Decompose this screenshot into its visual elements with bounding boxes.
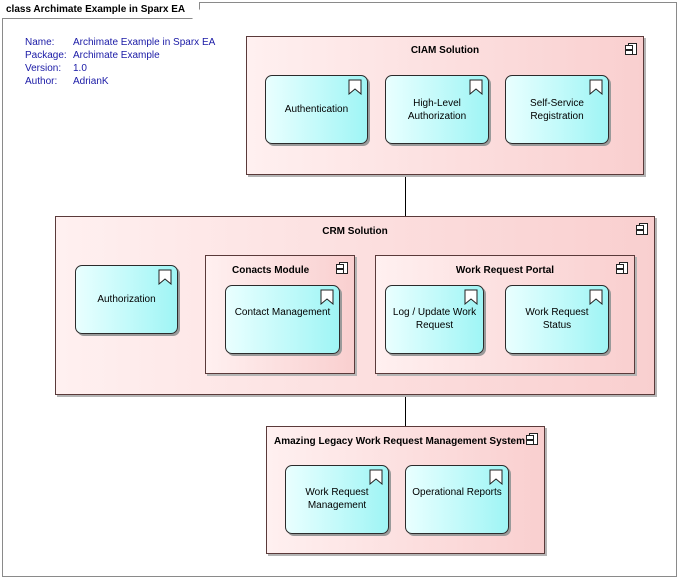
service-authentication[interactable]: Authentication: [265, 75, 368, 144]
package-label: Package:: [25, 50, 67, 61]
name-label: Name:: [25, 37, 55, 48]
business-service-icon: [464, 289, 478, 305]
version-label: Version:: [25, 63, 62, 74]
service-label: High-Level Authorization: [407, 97, 467, 122]
business-service-icon: [320, 289, 334, 305]
service-operational-reports[interactable]: Operational Reports: [405, 465, 509, 534]
diagram-notes: Name: Archimate Example in Sparx EA Packa…: [25, 36, 215, 88]
service-label: Contact Management: [234, 307, 331, 318]
service-authorization[interactable]: Authorization: [75, 265, 178, 334]
business-service-icon: [158, 269, 172, 285]
component-icon: [625, 43, 637, 55]
component-icon: [526, 433, 538, 445]
service-log-update-work-request[interactable]: Log / Update Work Request: [385, 285, 484, 354]
service-label: Authentication: [284, 104, 349, 115]
component-icon: [636, 223, 648, 235]
author-label: Author:: [25, 76, 58, 87]
service-label: Self-Service Registration: [530, 97, 584, 122]
business-service-icon: [369, 469, 383, 485]
version-value: 1.0: [73, 63, 87, 74]
connector-ciam-crm: [405, 175, 406, 216]
service-self-service-registration[interactable]: Self-Service Registration: [505, 75, 609, 144]
service-high-level-authorization[interactable]: High-Level Authorization: [385, 75, 489, 144]
work-request-portal-title: Work Request Portal: [455, 265, 555, 276]
service-work-request-status[interactable]: Work Request Status: [505, 285, 609, 354]
ciam-solution-title: CIAM Solution: [410, 45, 480, 56]
service-label: Operational Reports: [412, 487, 502, 498]
name-value: Archimate Example in Sparx EA: [73, 37, 216, 48]
business-service-icon: [348, 79, 362, 95]
service-label: Work Request Management: [305, 487, 369, 511]
connector-crm-legacy: [405, 395, 406, 426]
component-icon: [616, 262, 628, 274]
service-label: Log / Update Work Request: [392, 307, 477, 331]
diagram-title: class Archimate Example in Sparx EA: [2, 2, 200, 19]
contacts-module-title: Conacts Module: [232, 265, 310, 276]
business-service-icon: [489, 469, 503, 485]
crm-solution-title: CRM Solution: [322, 226, 388, 237]
business-service-icon: [589, 289, 603, 305]
service-label: Work Request Status: [525, 307, 589, 331]
business-service-icon: [589, 79, 603, 95]
legacy-system-title: Amazing Legacy Work Request Management S…: [274, 436, 525, 447]
component-icon: [336, 262, 348, 274]
package-value: Archimate Example: [73, 50, 160, 61]
business-service-icon: [469, 79, 483, 95]
service-work-request-management[interactable]: Work Request Management: [285, 465, 389, 534]
service-label: Authorization: [97, 294, 156, 305]
author-value: AdrianK: [73, 76, 109, 87]
service-contact-management[interactable]: Contact Management: [225, 285, 340, 354]
